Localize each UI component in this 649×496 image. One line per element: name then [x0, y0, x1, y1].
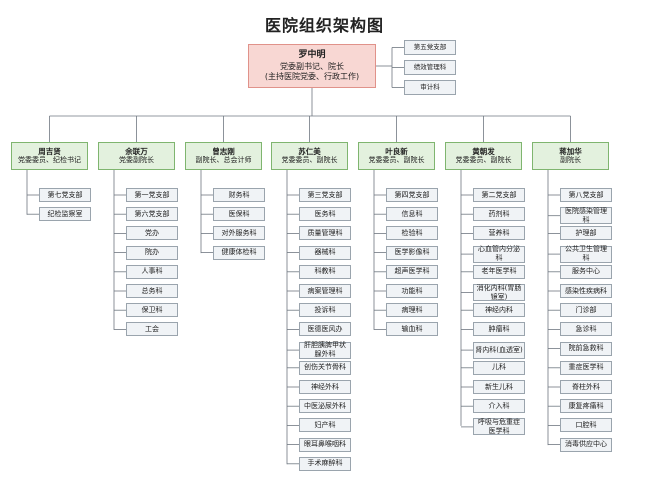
root-side-unit: 第五党支部 [404, 40, 456, 55]
unit-node: 肿瘤科 [473, 322, 525, 337]
page-title: 医院组织架构图 [264, 16, 384, 35]
unit-node: 公共卫生管理科 [560, 245, 612, 263]
unit-node: 第四党支部 [386, 188, 438, 202]
unit-node: 重症医学科 [560, 360, 612, 375]
unit-node: 质量管理科 [299, 226, 351, 241]
unit-node: 儿科 [473, 360, 525, 375]
unit-node: 第一党支部 [126, 188, 178, 202]
unit-node: 总务科 [126, 284, 178, 298]
unit-node: 人事科 [126, 264, 178, 279]
unit-node: 药剂科 [473, 207, 525, 222]
leader-name: 叶良新 [385, 146, 408, 156]
leader-role: 副院长、总会计师 [195, 156, 252, 165]
unit-node: 第三党支部 [299, 188, 351, 202]
unit-node: 信息科 [386, 207, 438, 222]
root-side-unit: 审计科 [404, 80, 456, 95]
unit-node: 医院感染管理科 [560, 207, 612, 225]
unit-node: 病理科 [386, 303, 438, 318]
unit-node: 护理部 [560, 226, 612, 241]
unit-node: 脊柱外科 [560, 380, 612, 394]
unit-node: 营养科 [473, 226, 525, 241]
unit-node: 老年医学科 [473, 264, 525, 279]
unit-node: 感染性疾病科 [560, 284, 612, 298]
unit-node: 医保科 [213, 207, 265, 222]
unit-node: 器械科 [299, 245, 351, 260]
unit-node: 超声医学科 [386, 264, 438, 279]
unit-node: 手术麻醉科 [299, 456, 351, 471]
unit-node: 医德医风办 [299, 322, 351, 337]
unit-node: 消化内科(胃肠镜室) [473, 284, 525, 301]
unit-node: 神经内科 [473, 303, 525, 318]
unit-node: 纪检监察室 [39, 207, 91, 222]
leader-node: 周吉贤党委委员、纪检书记 [11, 142, 88, 170]
unit-node: 中医泌尿外科 [299, 399, 351, 414]
leader-name: 黄朝发 [472, 146, 495, 156]
unit-node: 功能科 [386, 284, 438, 298]
unit-node: 急诊科 [560, 322, 612, 337]
root-name: 罗中明 [298, 50, 326, 61]
unit-node: 检验科 [386, 226, 438, 241]
leader-node: 余联万党委副院长 [98, 142, 175, 170]
unit-node: 输血科 [386, 322, 438, 337]
unit-node: 妇产科 [299, 418, 351, 433]
unit-node: 心血管内分泌科 [473, 245, 525, 263]
unit-node: 科教科 [299, 264, 351, 279]
unit-node: 投诉科 [299, 303, 351, 318]
leader-name: 曾志刚 [212, 146, 235, 156]
leader-node: 苏仁美党委委员、副院长 [271, 142, 348, 170]
unit-node: 口腔科 [560, 418, 612, 433]
leader-role: 副院长 [560, 156, 581, 165]
unit-node: 服务中心 [560, 264, 612, 279]
leader-role: 党委副院长 [119, 156, 154, 165]
root-side-unit: 绩效管理科 [404, 60, 456, 75]
unit-node: 肾内科(血透室) [473, 341, 525, 359]
leader-node: 蒋加华副院长 [532, 142, 609, 170]
unit-node: 第二党支部 [473, 188, 525, 202]
unit-node: 第六党支部 [126, 207, 178, 222]
unit-node: 健康体检科 [213, 245, 265, 260]
unit-node: 神经外科 [299, 380, 351, 394]
leader-role: 党委委员、副院长 [455, 156, 512, 165]
unit-node: 康复疼痛科 [560, 399, 612, 414]
root-node: 罗中明 党委副书记、院长 (主持医院党委、行政工作) [248, 44, 376, 88]
unit-node: 第七党支部 [39, 188, 91, 202]
leader-node: 曾志刚副院长、总会计师 [185, 142, 262, 170]
unit-node: 第八党支部 [560, 188, 612, 202]
leader-node: 叶良新党委委员、副院长 [358, 142, 435, 170]
unit-node: 党办 [126, 226, 178, 241]
unit-node: 院前急救科 [560, 341, 612, 356]
unit-node: 医学影像科 [386, 245, 438, 260]
leader-name: 余联万 [125, 146, 148, 156]
unit-node: 介入科 [473, 399, 525, 414]
leader-role: 党委委员、副院长 [281, 156, 338, 165]
unit-node: 院办 [126, 245, 178, 260]
unit-node: 医务科 [299, 207, 351, 222]
unit-node: 病案管理科 [299, 284, 351, 298]
unit-node: 新生儿科 [473, 380, 525, 394]
unit-node: 创伤关节骨科 [299, 360, 351, 375]
leader-name: 蒋加华 [559, 146, 582, 156]
unit-node: 财务科 [213, 188, 265, 202]
unit-node: 消毒供应中心 [560, 437, 612, 452]
unit-node: 呼吸与危重症医学科 [473, 418, 525, 436]
unit-node: 对外服务科 [213, 226, 265, 241]
unit-node: 肝胆胰脾甲状腺外科 [299, 341, 351, 359]
unit-node: 保卫科 [126, 303, 178, 318]
root-roles: 党委副书记、院长 [280, 61, 344, 71]
leader-name: 苏仁美 [298, 146, 321, 156]
leader-role: 党委委员、副院长 [368, 156, 425, 165]
leader-name: 周吉贤 [38, 146, 61, 156]
leader-role: 党委委员、纪检书记 [18, 156, 81, 165]
unit-node: 门诊部 [560, 303, 612, 318]
root-note: (主持医院党委、行政工作) [264, 71, 360, 81]
leader-node: 黄朝发党委委员、副院长 [445, 142, 522, 170]
unit-node: 工会 [126, 322, 178, 337]
unit-node: 眼耳鼻喉咽科 [299, 437, 351, 452]
